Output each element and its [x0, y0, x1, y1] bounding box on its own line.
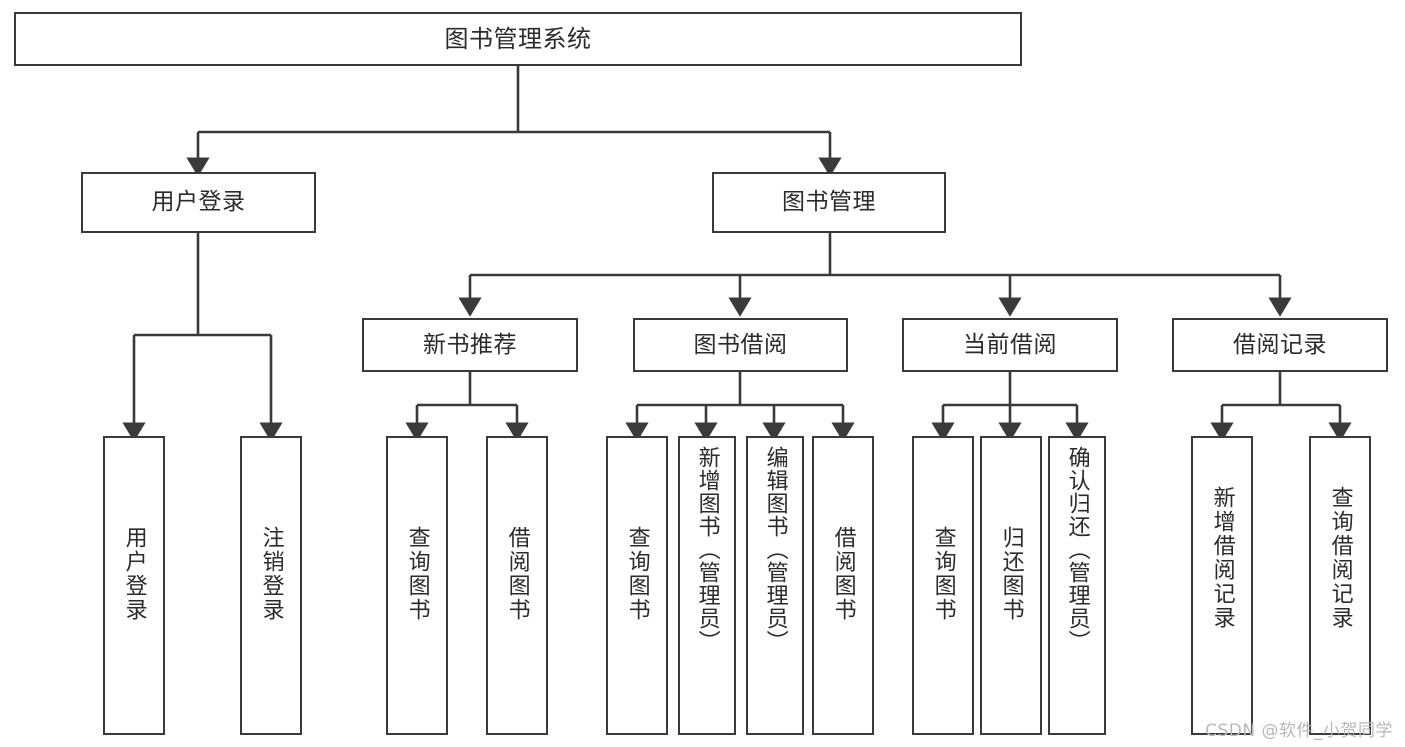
leaf-recommend-query-book[interactable]: 查询图书: [386, 436, 448, 735]
node-book-borrow[interactable]: 图书借阅: [633, 318, 848, 372]
node-label: 用户登录: [151, 189, 246, 215]
node-label: 借阅图书: [830, 526, 856, 622]
node-label: 新增借阅记录: [1209, 486, 1235, 630]
leaf-borrow-borrow-book[interactable]: 借阅图书: [812, 436, 874, 735]
node-label: 当前借阅: [963, 331, 1057, 358]
node-label: 借阅图书: [504, 526, 530, 622]
leaf-current-return-book[interactable]: 归还图书: [980, 436, 1042, 735]
leaf-user-login-signin[interactable]: 用户登录: [103, 436, 165, 735]
leaf-borrow-query-book[interactable]: 查询图书: [606, 436, 668, 735]
leaf-borrow-add-book-admin[interactable]: 新增图书（管理员）: [678, 436, 736, 735]
leaf-current-query-book[interactable]: 查询图书: [912, 436, 974, 735]
node-label: 图书借阅: [693, 331, 788, 358]
node-label: 借阅记录: [1233, 331, 1327, 358]
node-root-system[interactable]: 图书管理系统: [14, 12, 1022, 66]
leaf-user-login-signout[interactable]: 注销登录: [240, 436, 302, 735]
watermark: CSDN @软件_小贺同学: [1205, 721, 1393, 741]
leaf-borrow-edit-book-admin[interactable]: 编辑图书（管理员）: [746, 436, 804, 735]
leaf-recommend-borrow-book[interactable]: 借阅图书: [486, 436, 548, 735]
leaf-record-add-record[interactable]: 新增借阅记录: [1191, 436, 1253, 735]
node-book-management[interactable]: 图书管理: [712, 172, 946, 233]
node-label: 查询借阅记录: [1327, 486, 1353, 630]
node-label: 用户登录: [121, 526, 147, 622]
node-label: 编辑图书（管理员）: [762, 446, 788, 653]
leaf-current-confirm-return-admin[interactable]: 确认归还（管理员）: [1048, 436, 1106, 735]
node-label: 图书管理: [782, 189, 876, 215]
node-label: 新书推荐: [423, 331, 517, 358]
node-new-book-recommend[interactable]: 新书推荐: [362, 318, 578, 372]
leaf-record-query-record[interactable]: 查询借阅记录: [1309, 436, 1371, 735]
node-current-borrow[interactable]: 当前借阅: [902, 318, 1118, 372]
node-user-login[interactable]: 用户登录: [81, 172, 316, 233]
node-label: 注销登录: [258, 526, 284, 622]
node-label: 查询图书: [930, 526, 956, 622]
node-label: 图书管理系统: [444, 25, 592, 53]
node-label: 确认归还（管理员）: [1064, 446, 1090, 653]
node-label: 归还图书: [998, 526, 1024, 622]
node-label: 新增图书（管理员）: [694, 446, 720, 653]
node-label: 查询图书: [404, 526, 430, 622]
node-label: 查询图书: [624, 526, 650, 622]
node-borrow-record[interactable]: 借阅记录: [1172, 318, 1388, 372]
